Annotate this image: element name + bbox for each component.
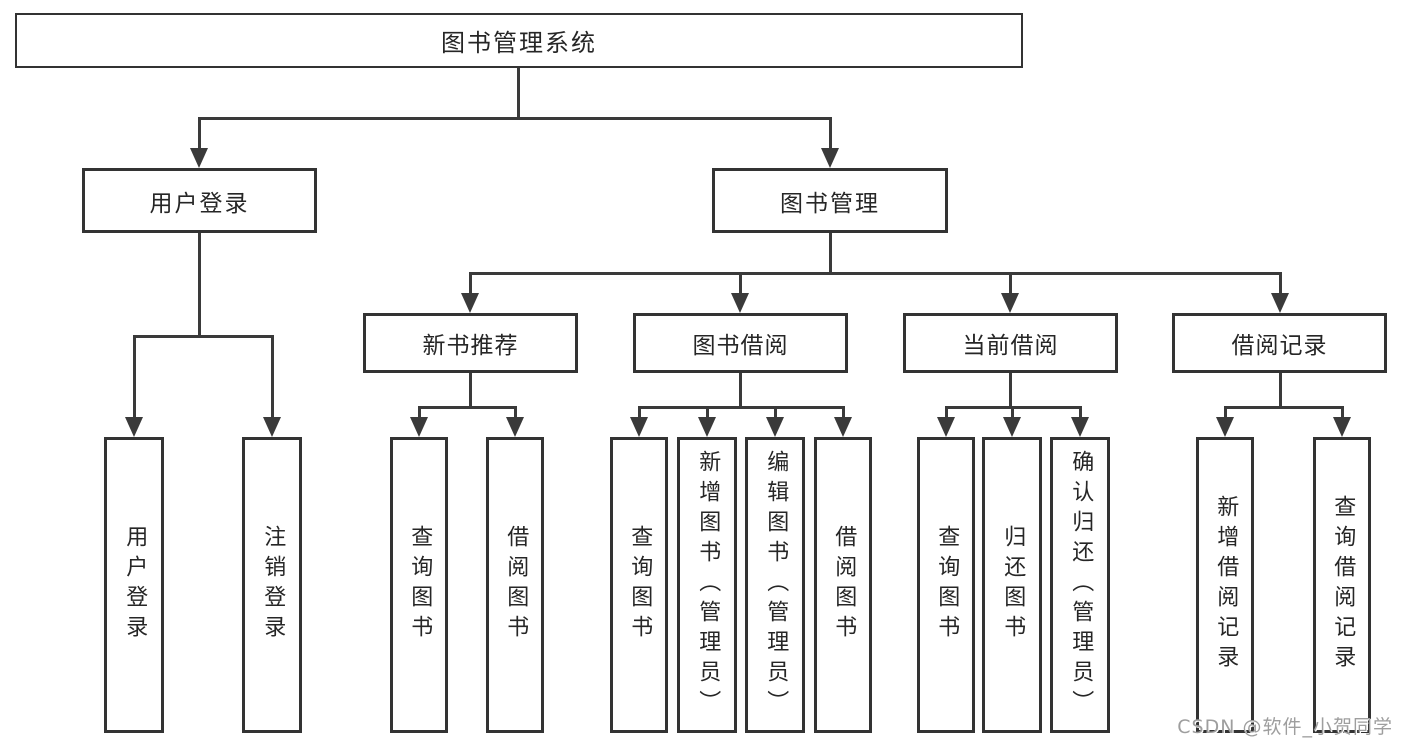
connector-book-borrow-rail bbox=[638, 406, 845, 409]
leaf-records-query-record-label: 查询借阅记录 bbox=[1330, 495, 1356, 675]
arrow-down-borrow-edit bbox=[766, 417, 784, 437]
leaf-logout-login-label: 注销登录 bbox=[260, 525, 286, 645]
leaf-recommend-borrow-books: 借阅图书 bbox=[486, 437, 544, 733]
node-book-borrowing: 图书借阅 bbox=[633, 313, 848, 373]
connector-level2-rail bbox=[198, 117, 831, 120]
connector-drop-current-confirm bbox=[1079, 406, 1082, 420]
arrow-down-borrow-add bbox=[698, 417, 716, 437]
arrow-down-current-confirm bbox=[1071, 417, 1089, 437]
arrow-down-book-borrow bbox=[731, 293, 749, 313]
arrow-down-recommend-query bbox=[410, 417, 428, 437]
connector-drop-book-management bbox=[829, 117, 832, 150]
arrow-down-leaf-logout bbox=[263, 417, 281, 437]
leaf-recommend-query-books-label: 查询图书 bbox=[407, 525, 433, 645]
node-user-login-label: 用户登录 bbox=[149, 190, 250, 217]
leaf-borrow-query-books-label: 查询图书 bbox=[627, 525, 653, 645]
leaf-records-query-record: 查询借阅记录 bbox=[1313, 437, 1371, 733]
leaf-records-add-record: 新增借阅记录 bbox=[1196, 437, 1254, 733]
arrow-down-current-return bbox=[1003, 417, 1021, 437]
arrow-down-borrow-query bbox=[630, 417, 648, 437]
leaf-borrow-borrow-books: 借阅图书 bbox=[814, 437, 872, 733]
leaf-current-return-books: 归还图书 bbox=[982, 437, 1042, 733]
node-borrowing-records: 借阅记录 bbox=[1172, 313, 1387, 373]
connector-book-borrow-stem bbox=[739, 373, 742, 409]
leaf-borrow-borrow-books-label: 借阅图书 bbox=[831, 525, 857, 645]
leaf-logout-login: 注销登录 bbox=[242, 437, 302, 733]
leaf-borrow-query-books: 查询图书 bbox=[610, 437, 668, 733]
node-system-root: 图书管理系统 bbox=[15, 13, 1023, 68]
leaf-current-confirm-return-admin: 确认归还（管理员） bbox=[1050, 437, 1110, 733]
connector-drop-recommend-query bbox=[418, 406, 421, 420]
arrow-down-borrow-borrow bbox=[834, 417, 852, 437]
leaf-borrow-add-books-admin: 新增图书（管理员） bbox=[677, 437, 737, 733]
node-book-management: 图书管理 bbox=[712, 168, 948, 233]
connector-drop-current-return bbox=[1011, 406, 1014, 420]
connector-drop-leaf-user-login bbox=[133, 335, 136, 419]
leaf-borrow-edit-books-admin-label: 编辑图书（管理员） bbox=[763, 450, 789, 720]
leaf-user-login: 用户登录 bbox=[104, 437, 164, 733]
connector-new-book-rail bbox=[418, 406, 517, 409]
connector-new-book-stem bbox=[469, 373, 472, 409]
connector-drop-borrow-borrow bbox=[842, 406, 845, 420]
arrow-down-records-query bbox=[1333, 417, 1351, 437]
node-new-book-recommend-label: 新书推荐 bbox=[422, 333, 519, 359]
watermark-text: CSDN @软件_小贺同学 bbox=[1177, 716, 1393, 738]
connector-records-rail bbox=[1224, 406, 1344, 409]
node-current-borrowing-label: 当前借阅 bbox=[962, 333, 1059, 359]
arrow-down-book-management bbox=[821, 148, 839, 168]
arrow-down-current-query bbox=[937, 417, 955, 437]
connector-user-login-stem bbox=[198, 233, 201, 338]
arrow-down-new-book bbox=[461, 293, 479, 313]
connector-drop-borrow-query bbox=[638, 406, 641, 420]
node-current-borrowing: 当前借阅 bbox=[903, 313, 1118, 373]
connector-drop-borrow-add bbox=[706, 406, 709, 420]
connector-drop-records-add bbox=[1224, 406, 1227, 420]
arrow-down-borrow-records bbox=[1271, 293, 1289, 313]
leaf-recommend-query-books: 查询图书 bbox=[390, 437, 448, 733]
leaf-borrow-add-books-admin-label: 新增图书（管理员） bbox=[695, 450, 721, 720]
leaf-current-confirm-return-admin-label: 确认归还（管理员） bbox=[1068, 450, 1094, 720]
connector-level3-rail bbox=[469, 272, 1282, 275]
connector-book-management-stem bbox=[829, 233, 832, 275]
connector-drop-records-query bbox=[1341, 406, 1344, 420]
connector-drop-user-login bbox=[198, 117, 201, 150]
connector-records-stem bbox=[1279, 373, 1282, 409]
leaf-records-add-record-label: 新增借阅记录 bbox=[1213, 495, 1239, 675]
arrow-down-records-add bbox=[1216, 417, 1234, 437]
node-book-borrowing-label: 图书借阅 bbox=[692, 333, 789, 359]
leaf-current-query-books-label: 查询图书 bbox=[934, 525, 960, 645]
leaf-current-query-books: 查询图书 bbox=[917, 437, 975, 733]
arrow-down-leaf-user-login bbox=[125, 417, 143, 437]
node-user-login: 用户登录 bbox=[82, 168, 317, 233]
connector-drop-leaf-logout bbox=[271, 335, 274, 419]
connector-root-stem bbox=[517, 68, 520, 120]
connector-drop-current-query bbox=[945, 406, 948, 420]
leaf-user-login-label: 用户登录 bbox=[122, 525, 148, 645]
connector-drop-current-borrow bbox=[1009, 272, 1012, 295]
connector-drop-borrow-edit bbox=[774, 406, 777, 420]
connector-drop-recommend-borrow bbox=[514, 406, 517, 420]
connector-drop-new-book bbox=[469, 272, 472, 295]
node-new-book-recommend: 新书推荐 bbox=[363, 313, 578, 373]
connector-current-borrow-stem bbox=[1009, 373, 1012, 409]
connector-drop-borrow-records bbox=[1279, 272, 1282, 295]
node-book-management-label: 图书管理 bbox=[780, 190, 880, 217]
node-system-root-label: 图书管理系统 bbox=[441, 29, 597, 57]
leaf-recommend-borrow-books-label: 借阅图书 bbox=[503, 525, 529, 645]
node-borrowing-records-label: 借阅记录 bbox=[1231, 333, 1328, 359]
connector-drop-book-borrow bbox=[739, 272, 742, 295]
leaf-borrow-edit-books-admin: 编辑图书（管理员） bbox=[745, 437, 805, 733]
connector-user-login-rail bbox=[133, 335, 273, 338]
arrow-down-current-borrow bbox=[1001, 293, 1019, 313]
arrow-down-recommend-borrow bbox=[506, 417, 524, 437]
arrow-down-user-login bbox=[190, 148, 208, 168]
leaf-current-return-books-label: 归还图书 bbox=[1000, 525, 1026, 645]
